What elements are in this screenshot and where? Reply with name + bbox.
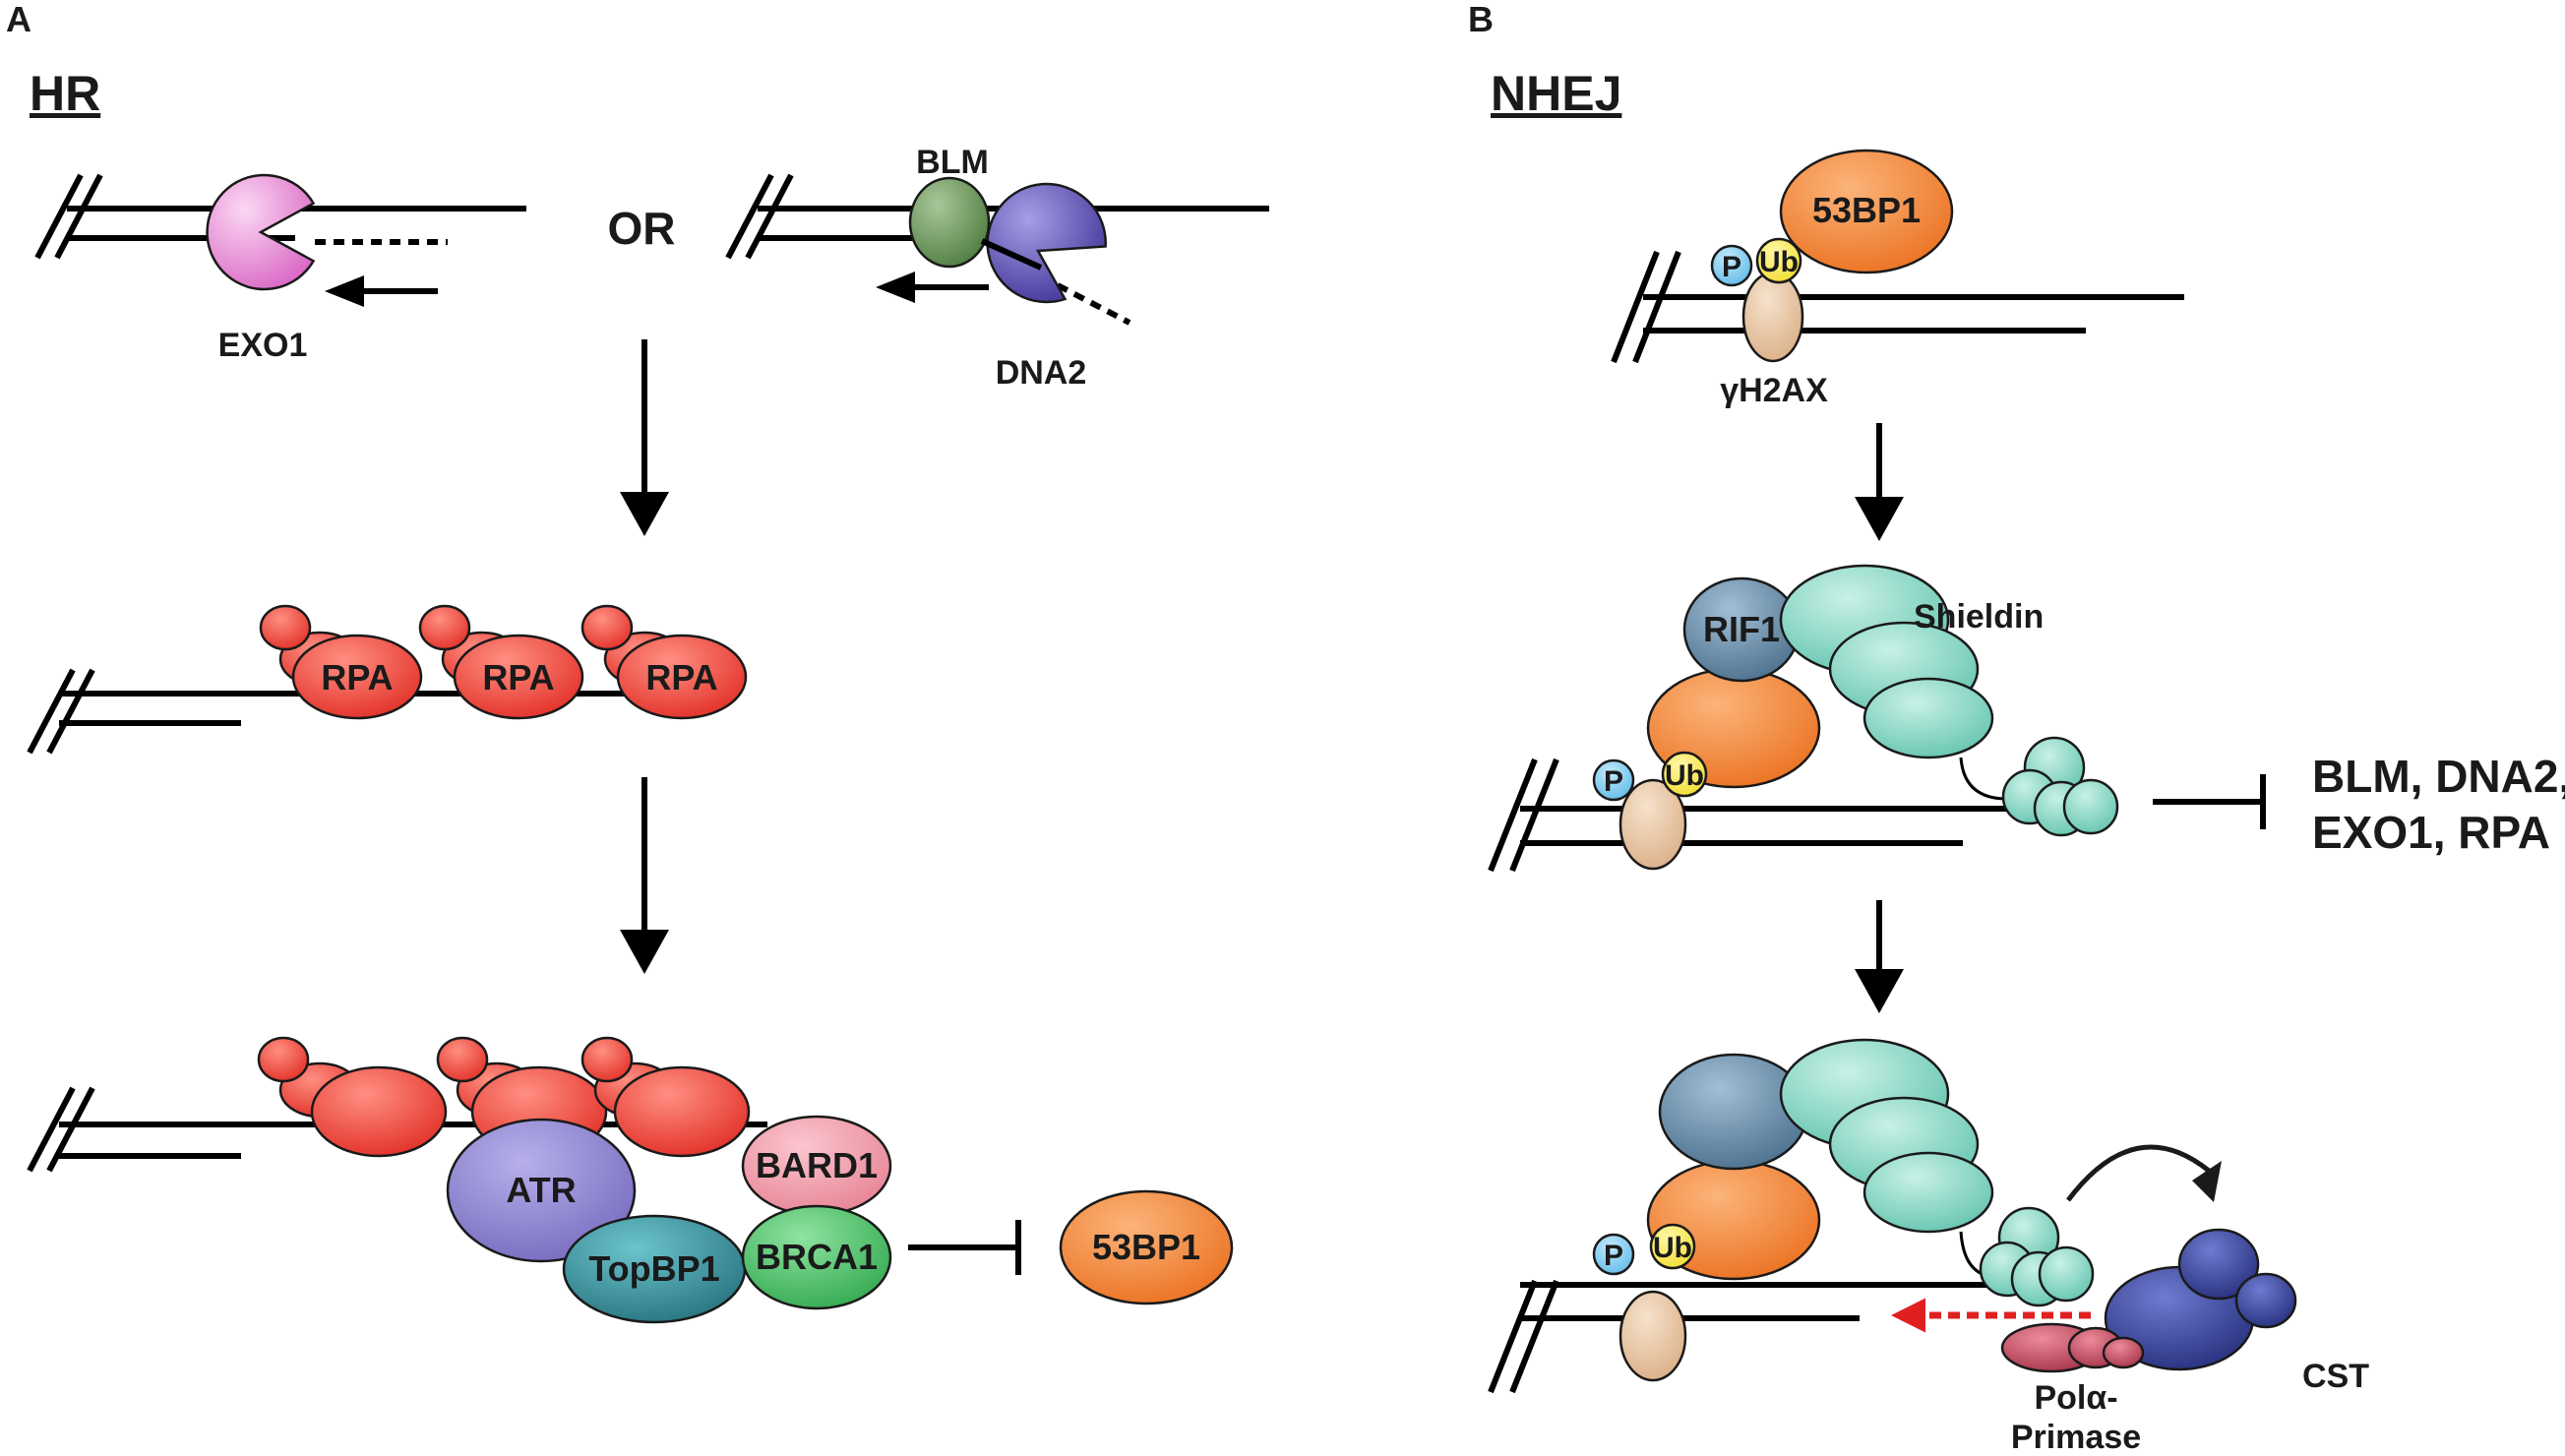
h2ax-histone [1618,778,1687,871]
brca1-label: BRCA1 [756,1237,878,1277]
phosphate-marker [1710,244,1753,287]
53bp1-label: 53BP1 [1812,190,1921,230]
bard1-label: BARD1 [756,1145,878,1185]
exo1-pacman [206,173,316,291]
rpa-label: RPA [321,657,393,698]
panel-b-title: NHEJ [1491,66,1621,121]
ubiquitin-marker [1661,751,1708,798]
shieldin-label: Shieldin [1914,598,2044,636]
cst-recruitment-arrow [2066,1144,2211,1202]
ub-label: Ub [1665,759,1704,792]
exo1-label: EXO1 [218,327,308,364]
atr-activation-complex: ATR BARD1 TopBP1 BRCA1 53BP1 [27,1036,1234,1324]
brca1-protein [741,1204,892,1310]
blm-dna2-resection-schematic: BLM DNA2 [725,144,1269,392]
step-arrow-a2 [620,777,669,974]
resection-arrow-head [876,272,915,303]
panel-a-letter: A [6,0,31,39]
inhibited-targets-line2: EXO1, RPA [2312,807,2550,858]
h2ax-histone [1741,271,1804,363]
rpa-complex-3: RPA [580,604,748,720]
shieldin-subunit [1863,1151,1994,1234]
53bp1-recruitment: 53BP1 P Ub γH2AX [1611,149,2184,409]
p-label: P [1604,1240,1623,1272]
ubiquitin-marker [1755,237,1802,284]
exo1-resection-schematic: EXO1 [34,173,526,364]
rif1-label: RIF1 [1703,609,1780,649]
ubiquitin-marker [1649,1223,1696,1270]
atr-protein [446,1118,637,1263]
unwound-strand [980,238,1043,271]
rpa-protein [291,634,423,720]
p-label: P [1722,251,1741,283]
atr-label: ATR [506,1170,576,1210]
53bp1-protein [1059,1189,1234,1305]
rpa-coated-ssdna: RPA RPA RPA [27,604,748,755]
rpa-protein [613,1065,751,1158]
53bp1-label: 53BP1 [1092,1227,1200,1267]
or-label: OR [608,203,676,254]
h2ax-label: γH2AX [1720,372,1828,409]
step-arrow-b1 [1855,423,1904,541]
topbp1-label: TopBP1 [588,1248,719,1289]
resection-arrow-head [325,275,364,307]
panel-a-title: HR [30,66,100,121]
step-arrow-b2 [1855,900,1904,1013]
ub-label: Ub [1653,1232,1692,1264]
dna2-pacman [986,182,1107,304]
ub-label: Ub [1759,246,1799,278]
rpa-complex-2: RPA [418,604,584,720]
phosphate-marker [1592,758,1635,802]
panel-b-letter: B [1468,0,1494,39]
polprimase-label-line2: Primase [2011,1419,2141,1456]
inhibited-targets-line1: BLM, DNA2, [2312,751,2565,802]
rpa-protein [453,634,584,720]
dna2-label: DNA2 [996,354,1087,392]
panel-b: B NHEJ 53BP1 P Ub γH2AX [1468,0,2565,1456]
p-label: P [1604,765,1623,798]
panel-a: A HR EXO1 OR BLM DNA [6,0,1269,1324]
rpa-label: RPA [645,657,717,698]
shieldin-subunit [1863,677,1994,759]
rpa-label: RPA [482,657,554,698]
phosphate-marker [1592,1233,1635,1276]
h2ax-histone [1618,1290,1687,1382]
53bp1-protein [1779,149,1954,274]
cst-label: CST [2302,1358,2369,1395]
cst-polprimase-fillin: P Ub Polα- Primase CST [1488,1038,2369,1456]
polprimase-label-line1: Polα- [2034,1379,2117,1417]
resected-strand-dashed [1056,282,1131,326]
step-arrow-a1 [620,339,669,536]
rpa-protein [616,634,748,720]
rpa-protein [310,1065,448,1158]
blm-helicase [908,176,991,269]
blm-label: BLM [916,144,989,181]
rif1-shieldin-complex: RIF1 Shieldin P Ub BLM, DNA2, EXO1, RPA [1488,564,2565,873]
rpa-complex-1: RPA [259,604,423,720]
